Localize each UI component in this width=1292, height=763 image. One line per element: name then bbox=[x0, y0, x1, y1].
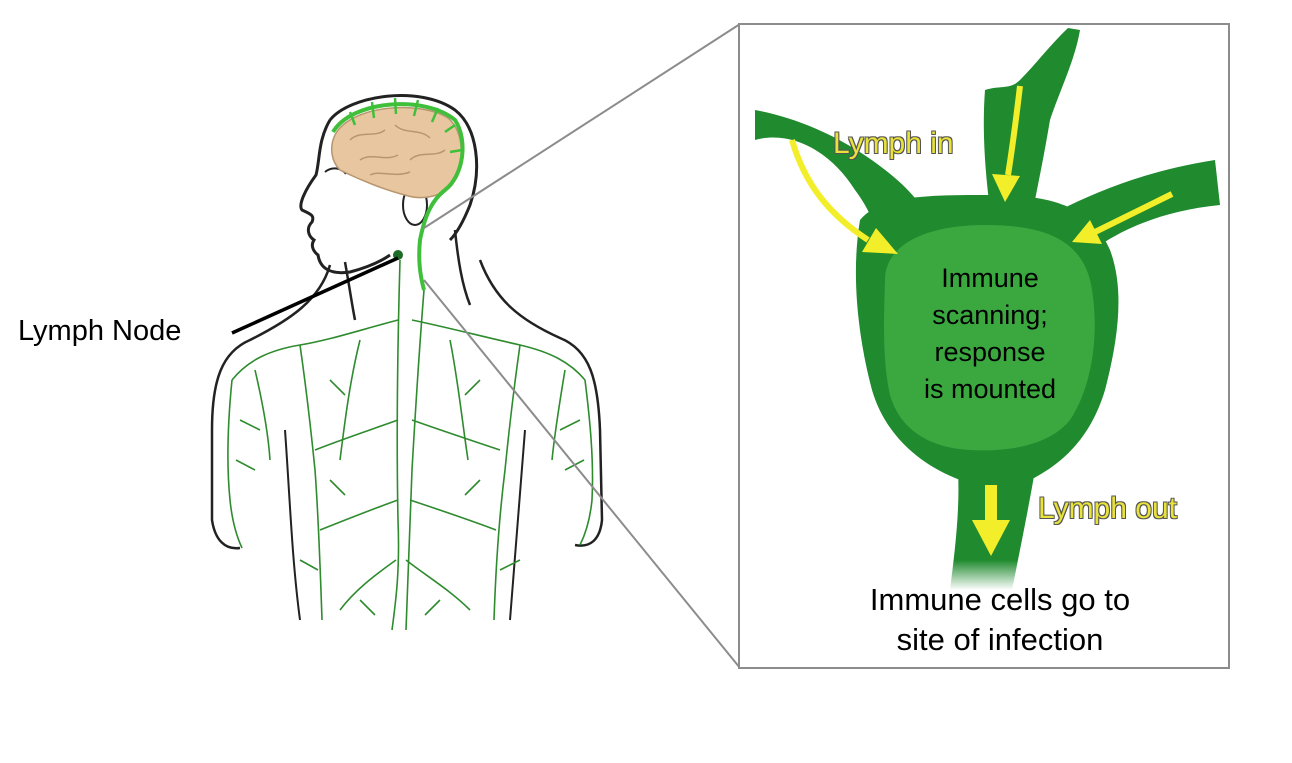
lymph-node-pointer-line bbox=[231, 256, 399, 335]
neck-outline bbox=[343, 229, 472, 321]
node-core bbox=[884, 225, 1095, 451]
lymph-out-label: Lymph out bbox=[1038, 492, 1177, 525]
arrow-in-top bbox=[1005, 85, 1023, 176]
arrow-in-right-head bbox=[1072, 220, 1102, 244]
zoom-line-bottom bbox=[423, 279, 741, 669]
lymph-node-label: Lymph Node bbox=[18, 315, 182, 347]
node-text-line: is mounted bbox=[923, 374, 1057, 404]
arrow-in-right bbox=[1093, 191, 1174, 235]
caption-line: site of infection bbox=[896, 622, 1104, 657]
zoom-line-top bbox=[423, 23, 741, 229]
caption-line: Immune cells go to bbox=[869, 582, 1131, 617]
lymph-in-label: Lymph in bbox=[833, 127, 954, 160]
head-lymph-vessel bbox=[331, 102, 465, 291]
outflow-caption: Immune cells go to site of infection bbox=[820, 580, 1180, 660]
node-text-line: scanning; bbox=[932, 300, 1048, 330]
human-figure bbox=[210, 94, 604, 631]
body-lymph-network bbox=[227, 259, 594, 631]
torso-sides bbox=[284, 429, 526, 621]
brain-folds bbox=[349, 124, 446, 176]
node-text-line: Immune bbox=[941, 263, 1039, 293]
lymph-flow-arrows bbox=[789, 85, 1174, 556]
head-outline bbox=[299, 94, 479, 275]
arrow-out-head bbox=[972, 520, 1010, 556]
arrow-in-left-head bbox=[862, 228, 898, 254]
node-text-line: response bbox=[934, 337, 1046, 367]
arrow-in-left bbox=[789, 139, 870, 243]
torso-outline bbox=[210, 259, 604, 550]
node-scanning-text: Immune scanning; response is mounted bbox=[890, 260, 1090, 408]
head-lymph-branches bbox=[348, 97, 463, 154]
arrow-out-shaft bbox=[985, 485, 997, 523]
arrow-in-top-head bbox=[992, 174, 1020, 202]
